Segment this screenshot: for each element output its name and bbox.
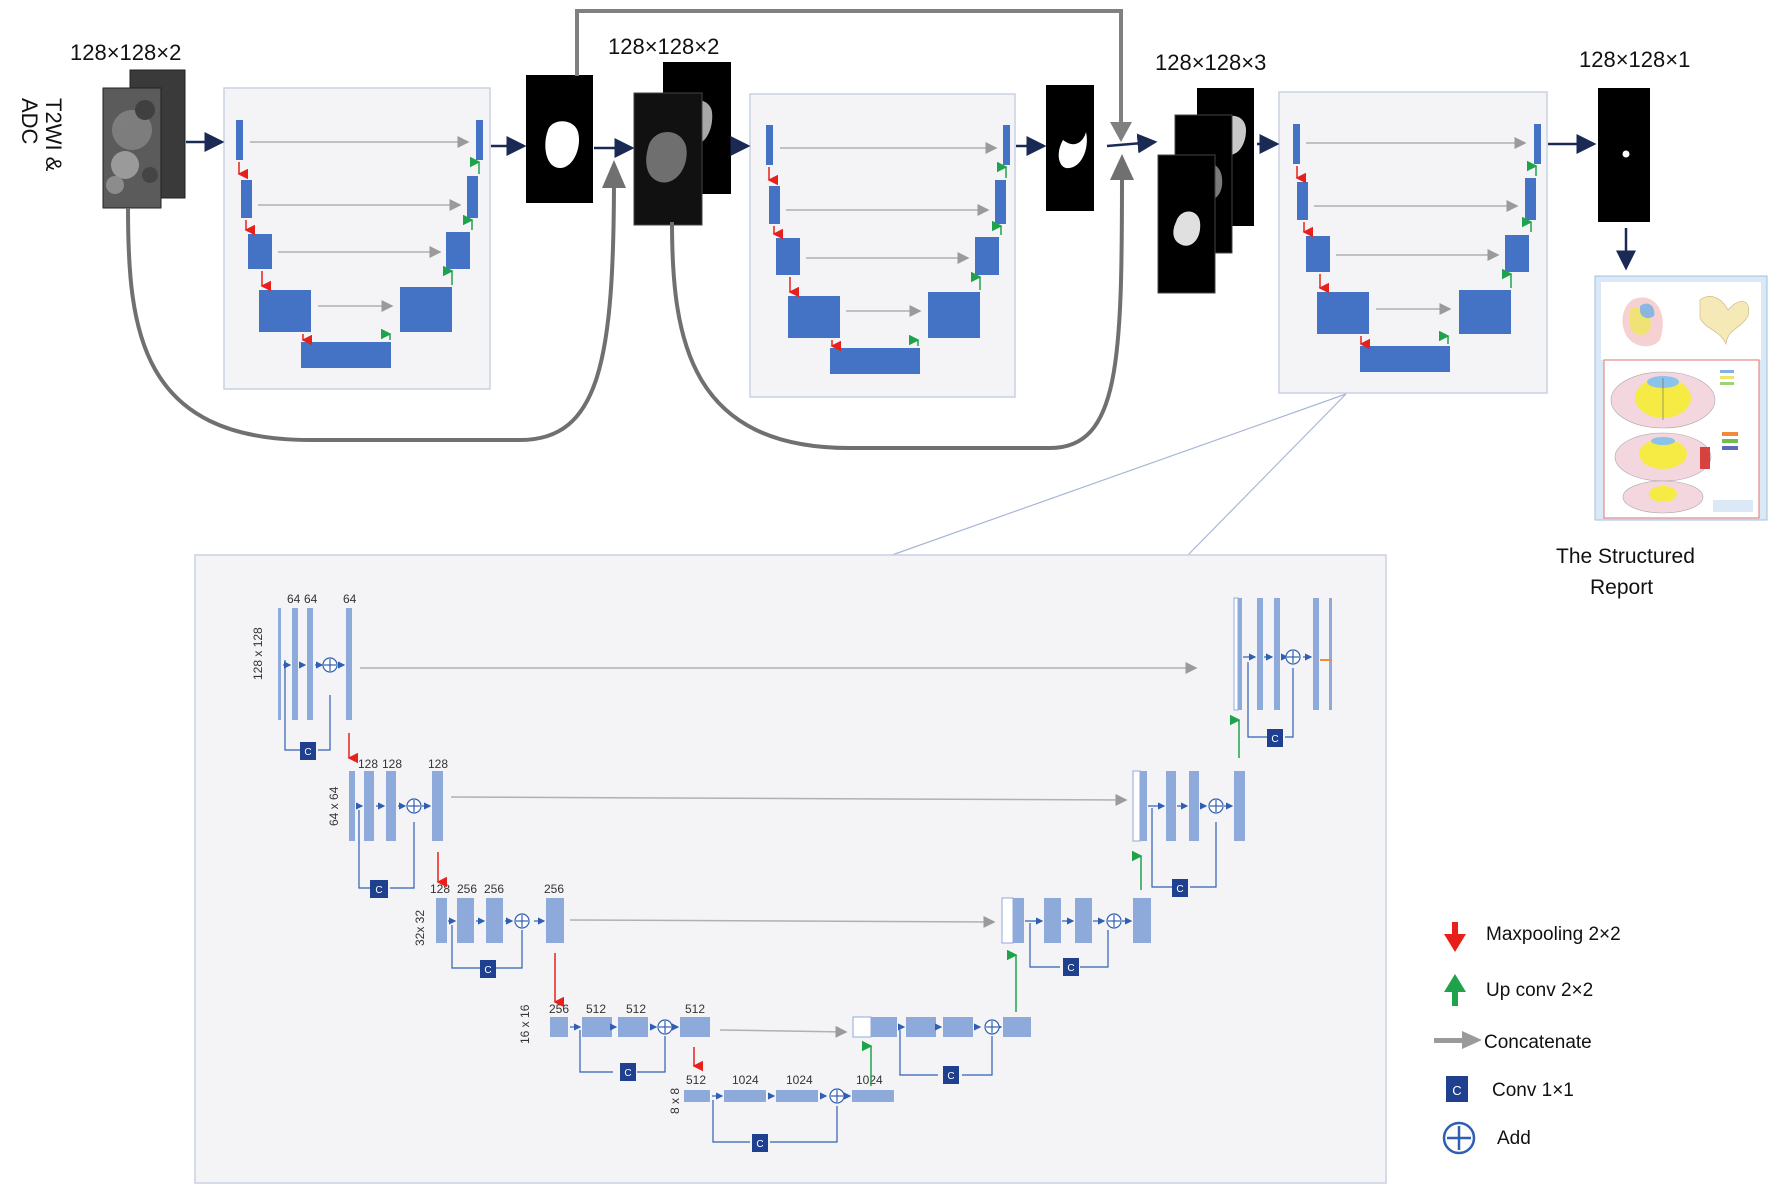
legend-label-concatenate: Concatenate [1484,1032,1592,1053]
flow-arrow-stack3 [1106,133,1158,154]
level2-channel-c: 128 [428,757,448,771]
conv-letter: C [947,1071,954,1082]
stage2-dims-label: 128×128×2 [608,34,719,59]
level3-channel-d: 256 [544,882,564,896]
stage3-dims-label: 128×128×3 [1155,50,1266,75]
mask-image-1 [526,75,593,203]
level3-resolution-label: 32x 32 [413,910,427,946]
conv-letter: C [304,747,311,758]
green-up-arrow-icon [1444,974,1466,1006]
level2-resolution-label: 64 x 64 [327,786,341,826]
report-caption-line2: Report [1590,576,1653,599]
legend-label-conv: Conv 1×1 [1492,1080,1574,1101]
gray-right-arrow-icon [1434,1031,1482,1049]
unet-panel-3 [1278,91,1548,394]
input-mri-image-stack [102,69,186,209]
legend: Maxpooling 2×2 Up conv 2×2 Concatenate C… [1434,922,1621,1155]
level5-channel-b: 1024 [732,1073,759,1087]
level3-channel-c: 256 [484,882,504,896]
level1-channel-a: 64 [287,592,301,606]
conv-letter: C [1067,963,1074,974]
legend-label-maxpooling: Maxpooling 2×2 [1486,924,1621,945]
conv-letter: C [484,965,491,976]
level5-channel-d: 1024 [856,1073,883,1087]
unet-panel-1 [223,87,491,390]
input-modality-label: T2WI & ADC [17,98,66,172]
level2-channel-b: 128 [382,757,402,771]
zoom-callout-right [1187,393,1347,556]
level4-channel-a: 256 [549,1002,569,1016]
skip-bracket-top [575,9,1123,128]
detail-unet-panel [194,554,1387,1184]
level5-resolution-label: 8 x 8 [668,1088,682,1114]
level5-channel-c: 1024 [786,1073,813,1087]
level4-channel-c: 512 [626,1002,646,1016]
skip-loop-2 [670,171,1124,450]
conv-c-icon: C [1446,1076,1468,1102]
add-circle-icon [1442,1121,1476,1155]
skip-loop-2-arrowhead [1110,154,1134,180]
unet-panel-2 [749,93,1016,398]
input-label-line2: ADC [17,98,42,145]
conv-letter: C [375,885,382,896]
legend-conv-letter: C [1452,1083,1461,1098]
level1-channel-c: 64 [343,592,357,606]
skip-loop-1 [126,174,616,442]
level1-resolution-label: 128 x 128 [251,627,265,680]
image-stack-2 [633,62,731,226]
detail-unet-architecture: 128 x 128 64 x 64 32x 32 16 x 16 8 x 8 6… [251,592,1332,1152]
conv-letter: C [1271,734,1278,745]
level2-channel-a: 128 [358,757,378,771]
zoom-callout-left [891,393,1347,556]
output-mask-image [1598,88,1650,222]
legend-label-add: Add [1497,1128,1531,1149]
level1-channel-b: 64 [304,592,318,606]
skip-bracket-arrowhead [1110,122,1132,142]
stage1-dims-label: 128×128×2 [70,40,181,65]
level3-channel-a: 128 [430,882,450,896]
red-down-arrow-icon [1444,922,1466,952]
stage4-dims-label: 128×128×1 [1579,47,1690,72]
level4-channel-b: 512 [586,1002,606,1016]
level4-channel-d: 512 [685,1002,705,1016]
level5-channel-a: 512 [686,1073,706,1087]
level3-channel-b: 256 [457,882,477,896]
skip-loop-1-arrowhead [602,160,626,188]
level4-resolution-label: 16 x 16 [518,1004,532,1044]
mask-image-2 [1046,85,1094,211]
input-label-line1: T2WI & [41,98,66,172]
conv-letter: C [1176,884,1183,895]
image-stack-3 [1157,88,1254,294]
structured-report-thumbnail [1594,275,1768,521]
report-caption-line1: The Structured [1556,545,1695,568]
conv-letter: C [624,1068,631,1079]
legend-label-upconv: Up conv 2×2 [1486,980,1593,1001]
conv-letter: C [756,1139,763,1150]
